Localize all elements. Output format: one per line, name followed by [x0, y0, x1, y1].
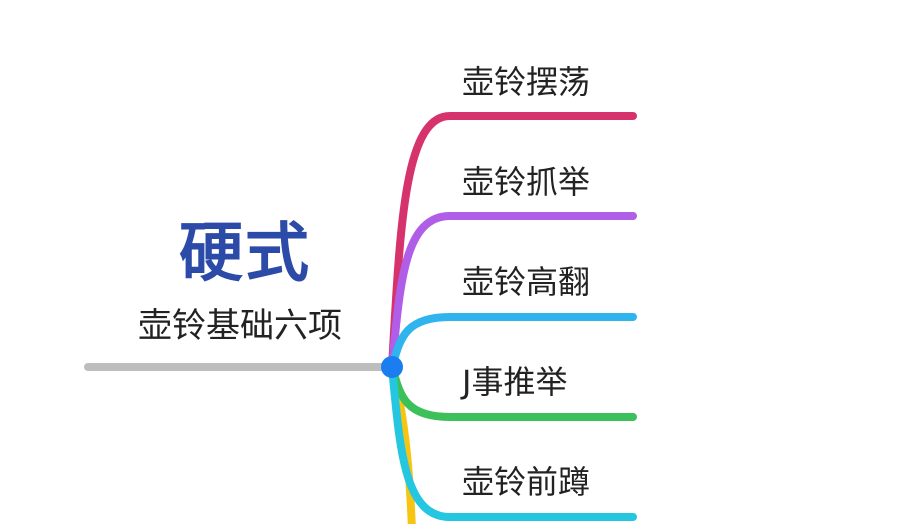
branch-line-front-squat	[388, 363, 637, 521]
branch-label-military-press[interactable]: J事推举	[462, 363, 568, 401]
root-junction-node[interactable]	[381, 356, 403, 378]
branch-line-high-pull	[388, 313, 637, 371]
branch-label-kettlebell-high-pull[interactable]: 壶铃高翻	[462, 263, 591, 301]
branch-line-swing	[388, 112, 637, 371]
root-topic-subtitle: 壶铃基础六项	[138, 306, 342, 346]
root-topic-title[interactable]: 硬式	[179, 217, 311, 291]
branch-label-kettlebell-front-squat[interactable]: 壶铃前蹲	[462, 463, 591, 501]
branch-label-kettlebell-snatch[interactable]: 壶铃抓举	[462, 163, 591, 201]
branch-label-kettlebell-swing[interactable]: 壶铃摆荡	[462, 63, 591, 101]
branch-line-snatch	[388, 212, 637, 371]
